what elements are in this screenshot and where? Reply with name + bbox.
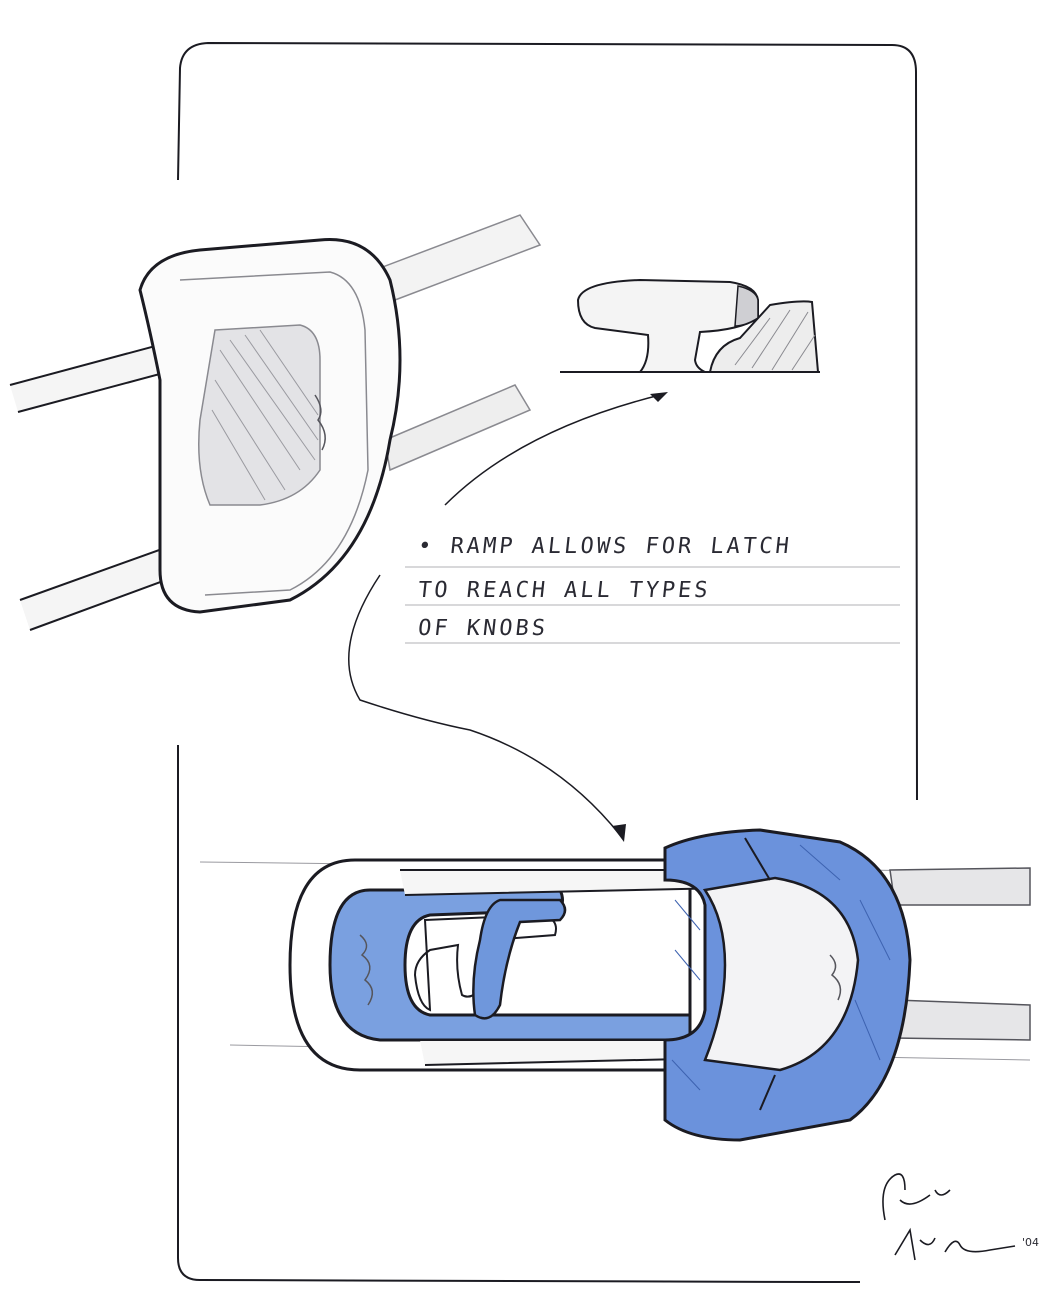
artist-signature [882, 1173, 1016, 1261]
annotation-text-1: RAMP ALLOWS FOR LATCH [449, 534, 793, 559]
annotation-line-3: OF KNOBS [417, 616, 550, 641]
annotation-guidelines [405, 566, 900, 644]
annotation-line-2: TO REACH ALL TYPES [417, 578, 712, 603]
annotation-bullet: • [416, 534, 436, 559]
annotation-text-2: TO REACH ALL TYPES [416, 578, 712, 603]
callout-arrow [348, 574, 621, 836]
knob-ramp-detail-sketch [444, 278, 820, 506]
signature-year: '04 [1022, 1236, 1040, 1249]
annotation-text-3: OF KNOBS [416, 616, 550, 641]
annotation-line-1: • RAMP ALLOWS FOR LATCH [417, 534, 793, 559]
page-frame [177, 41, 918, 1283]
latch-perspective-sketch [9, 214, 542, 631]
latch-top-view-sketch [199, 828, 1031, 1142]
